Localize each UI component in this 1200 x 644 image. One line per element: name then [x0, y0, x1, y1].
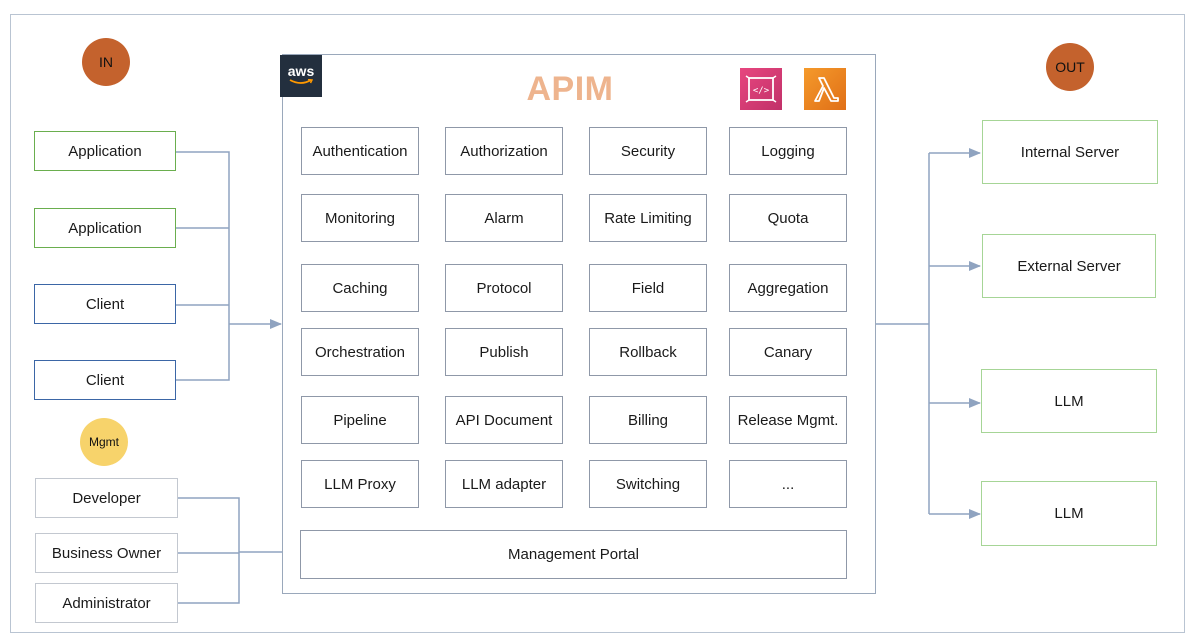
- business-owner-box: Business Owner: [35, 533, 178, 573]
- feature-cell: Publish: [445, 328, 563, 376]
- svg-text:</>: </>: [753, 86, 770, 96]
- external-server-box: External Server: [982, 234, 1156, 298]
- feature-cell: Alarm: [445, 194, 563, 242]
- feature-cell: LLM Proxy: [301, 460, 419, 508]
- aws-logo-icon: aws: [280, 55, 322, 97]
- feature-cell: Protocol: [445, 264, 563, 312]
- lambda-icon: [804, 68, 846, 110]
- application-box-2: Application: [34, 208, 176, 248]
- feature-cell: Orchestration: [301, 328, 419, 376]
- feature-cell: Rate Limiting: [589, 194, 707, 242]
- out-badge: OUT: [1046, 43, 1094, 91]
- aws-smile-icon: [289, 79, 313, 84]
- mgmt-bus-line: [178, 497, 240, 604]
- administrator-box: Administrator: [35, 583, 178, 623]
- feature-cell: Authentication: [301, 127, 419, 175]
- feature-cell: Caching: [301, 264, 419, 312]
- in-badge: IN: [82, 38, 130, 86]
- feature-cell: Authorization: [445, 127, 563, 175]
- feature-cell: Pipeline: [301, 396, 419, 444]
- diagram-frame: [10, 14, 1185, 633]
- management-portal-box: Management Portal: [300, 530, 847, 579]
- client-box-1: Client: [34, 284, 176, 324]
- mgmt-badge: Mgmt: [80, 418, 128, 466]
- feature-cell: Canary: [729, 328, 847, 376]
- llm-box-2: LLM: [981, 481, 1157, 546]
- feature-cell: API Document: [445, 396, 563, 444]
- feature-cell: Quota: [729, 194, 847, 242]
- feature-cell: Monitoring: [301, 194, 419, 242]
- llm-box-1: LLM: [981, 369, 1157, 433]
- feature-cell: Rollback: [589, 328, 707, 376]
- application-box-1: Application: [34, 131, 176, 171]
- feature-cell: Field: [589, 264, 707, 312]
- feature-cell: ...: [729, 460, 847, 508]
- feature-cell: Billing: [589, 396, 707, 444]
- feature-cell: Switching: [589, 460, 707, 508]
- aws-logo-text: aws: [287, 63, 315, 79]
- internal-server-box: Internal Server: [982, 120, 1158, 184]
- client-box-2: Client: [34, 360, 176, 400]
- input-bus-line: [176, 151, 230, 381]
- apim-title: APIM: [526, 70, 614, 108]
- feature-cell: Logging: [729, 127, 847, 175]
- feature-cell: Security: [589, 127, 707, 175]
- api-gateway-icon: </>: [740, 68, 782, 110]
- feature-cell: Aggregation: [729, 264, 847, 312]
- developer-box: Developer: [35, 478, 178, 518]
- feature-cell: Release Mgmt.: [729, 396, 847, 444]
- feature-cell: LLM adapter: [445, 460, 563, 508]
